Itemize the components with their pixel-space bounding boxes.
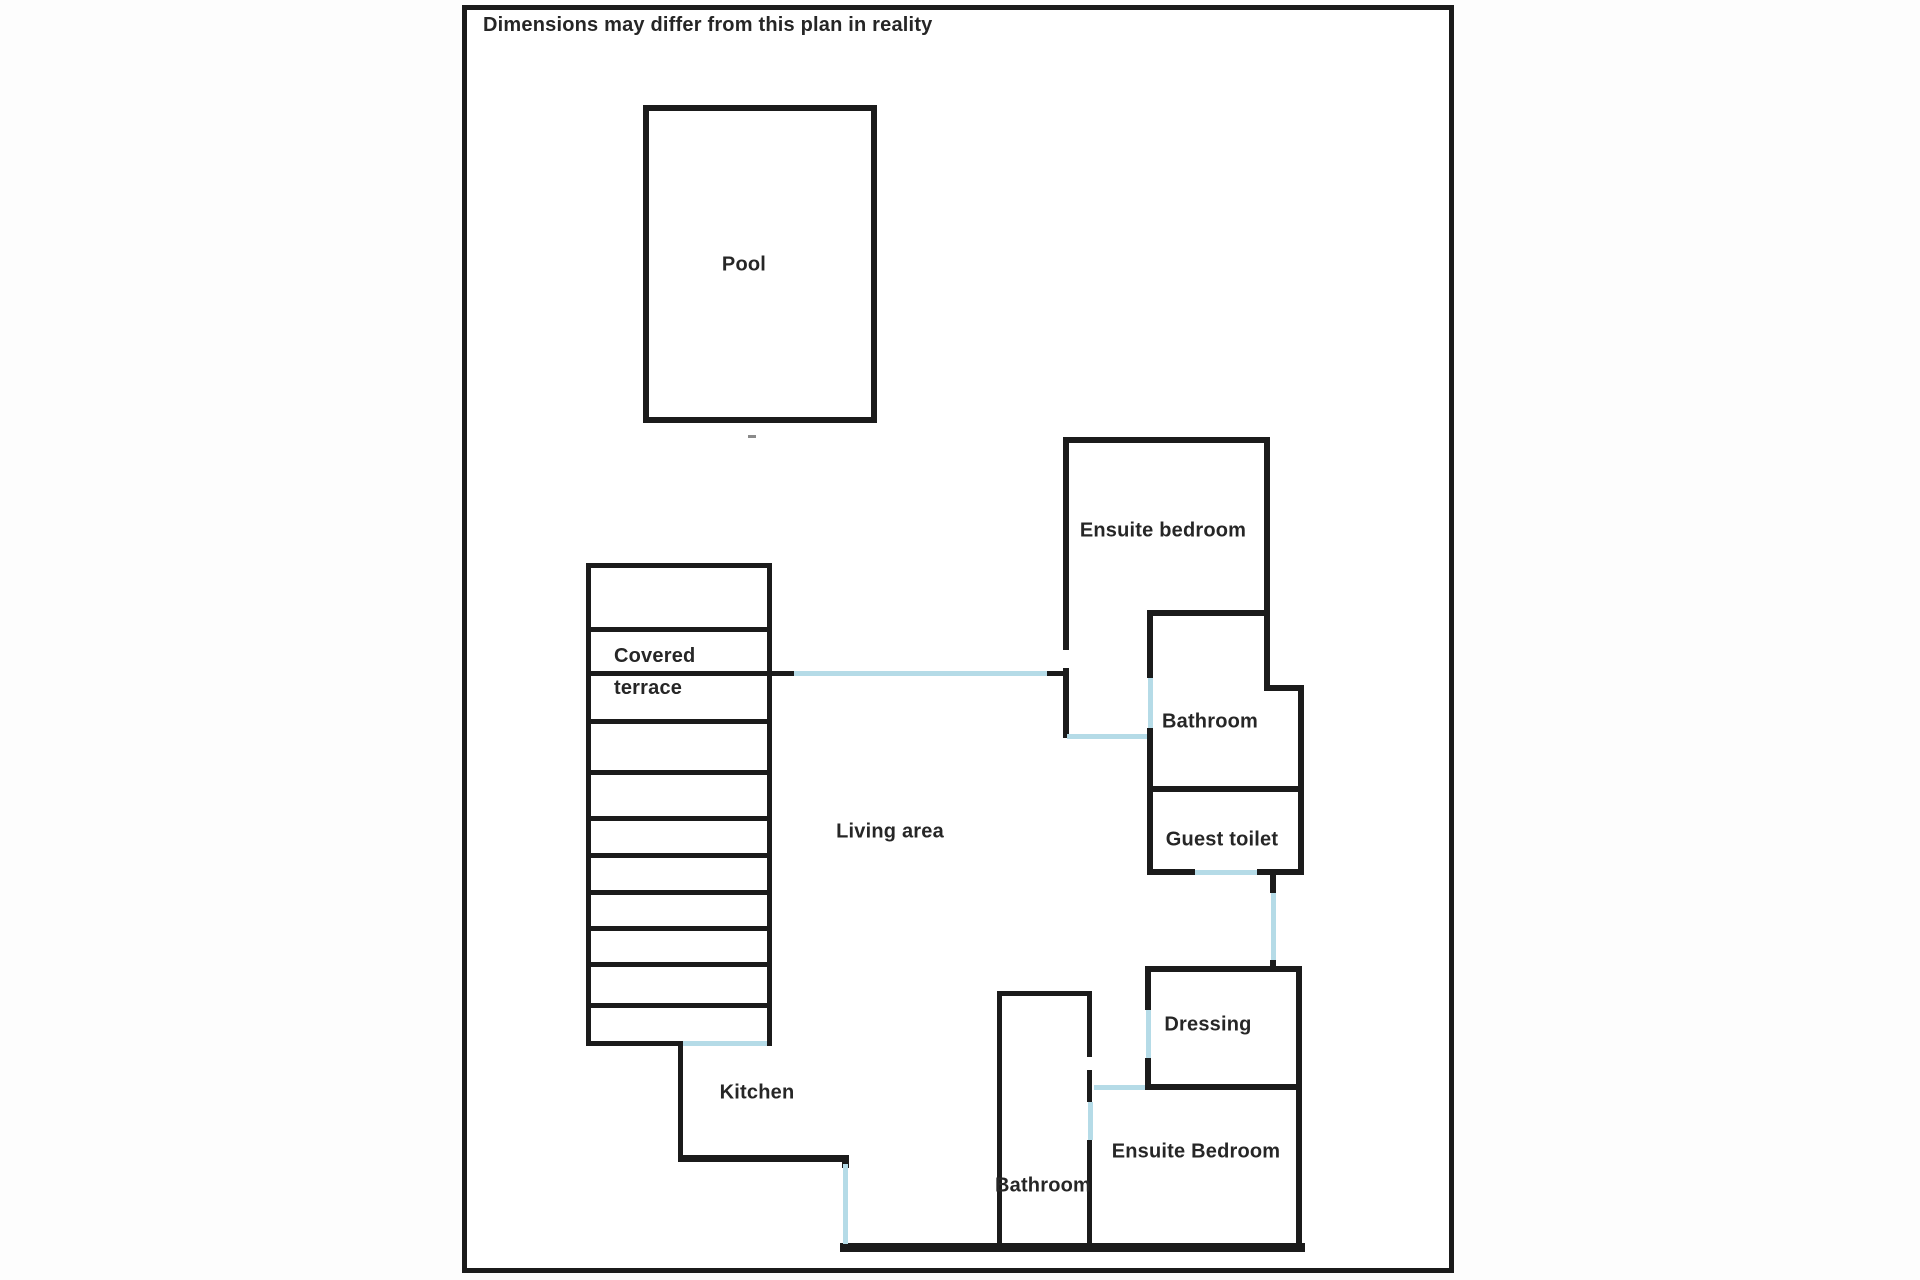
terrace-outline [586, 563, 772, 1046]
living-wall-stub-left [772, 671, 794, 676]
room-label-bathroom-bottom: Bathroom [994, 1174, 1092, 1197]
kitchen-door-cap [842, 1155, 849, 1168]
room-label-living-area: Living area [836, 820, 944, 843]
room-label-pool: Pool [721, 253, 767, 276]
bathroom1-left-wall-a [1147, 610, 1153, 678]
guest-toilet-bottom-b [1257, 869, 1304, 875]
room-label-kitchen: Kitchen [719, 1081, 795, 1104]
bathroom2-left-wall [997, 991, 1002, 1247]
room-label-dressing: Dressing [1164, 1013, 1252, 1036]
bathroom1-right-wall [1298, 685, 1304, 875]
disclaimer-text: Dimensions may differ from this plan in … [483, 14, 933, 36]
dressing-left-wall-a [1145, 966, 1151, 1010]
kitchen-bottom-wall [678, 1155, 849, 1162]
room-label-ensuite-bedroom-top: Ensuite bedroom [1079, 519, 1247, 542]
kitchen-door [843, 1164, 848, 1244]
room-label-guest-toilet: Guest toilet [1165, 828, 1279, 851]
dressing-left-door [1146, 1010, 1151, 1058]
terrace-rung-5 [586, 816, 772, 821]
bathroom1-left-wall-b [1147, 728, 1153, 873]
room-label-covered-terrace: Covered terrace [614, 640, 695, 704]
bathroom2-right-door [1088, 1102, 1093, 1140]
guest-toilet-top-wall [1147, 786, 1304, 792]
terrace-rung-10 [586, 1003, 772, 1008]
ensuite1-bottom-door [1067, 734, 1147, 739]
room-label-ensuite-bedroom-bottom: Ensuite Bedroom [1111, 1140, 1281, 1163]
ensuite1-top-wall [1063, 437, 1270, 443]
living-wall-stub-right [1047, 671, 1065, 676]
corridor-door [1271, 893, 1276, 962]
living-sliding-door [794, 671, 1047, 676]
bathroom1-top-wall [1147, 610, 1270, 616]
terrace-rung-7 [586, 890, 772, 895]
terrace-rung-1 [586, 627, 772, 632]
terrace-rung-8 [586, 926, 772, 931]
bathroom2-right-wall-c [1087, 1140, 1092, 1247]
terrace-rung-6 [586, 853, 772, 858]
ensuite1-right-wall [1264, 437, 1270, 691]
east-right-wall [1296, 966, 1302, 1252]
bathroom1-left-door [1148, 678, 1153, 728]
house-bottom-wall [840, 1243, 1305, 1252]
bathroom1-step-wall [1264, 685, 1304, 691]
ensuite1-left-wall-b [1063, 668, 1069, 738]
room-label-bathroom-top: Bathroom [1161, 710, 1259, 733]
dressing-top-wall [1145, 966, 1302, 972]
ensuite2-top-door [1094, 1085, 1145, 1090]
bathroom2-right-wall-b [1087, 1070, 1092, 1102]
terrace-bottom-window [683, 1041, 767, 1046]
dressing-left-wall-b [1145, 1058, 1151, 1090]
ensuite1-left-wall-a [1063, 437, 1069, 650]
kitchen-left-wall [678, 1046, 683, 1160]
guest-toilet-bottom-a [1147, 869, 1195, 875]
pool-dash-mark [748, 435, 756, 438]
terrace-rung-9 [586, 962, 772, 967]
pool-outline [643, 105, 877, 423]
room-label-line: Covered [614, 645, 696, 667]
bathroom2-top-wall [997, 991, 1092, 996]
bathroom2-right-wall-a [1087, 991, 1092, 1057]
corridor-stub-top [1270, 869, 1276, 893]
room-label-line: terrace [614, 677, 683, 699]
terrace-rung-4 [586, 770, 772, 775]
plan-outer-border [462, 5, 1454, 1273]
dressing-bottom-wall [1145, 1084, 1302, 1090]
terrace-rung-2 [586, 671, 772, 676]
guest-toilet-bottom-door [1195, 870, 1257, 875]
terrace-rung-3 [586, 719, 772, 724]
